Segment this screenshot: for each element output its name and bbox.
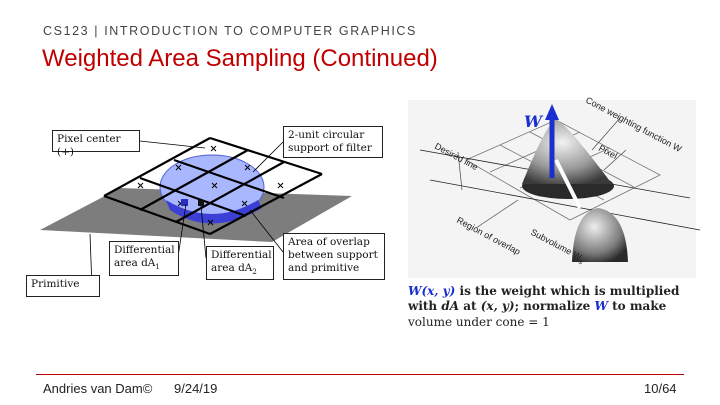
pixel-grid <box>103 136 323 236</box>
diff1-line-1: Differential <box>114 244 175 256</box>
footer-date: 9/24/19 <box>174 381 218 396</box>
differential-area-2-label: Differential area dA2 <box>206 246 274 280</box>
overlap-label: Area of overlap between support and prim… <box>283 233 385 280</box>
differential-area-1-label: Differential area dA1 <box>109 241 179 276</box>
overlap-line-1: Area of overlap <box>288 236 370 248</box>
support-label: 2-unit circular support of filter <box>283 126 383 158</box>
course-header: CS123 | INTRODUCTION TO COMPUTER GRAPHIC… <box>43 24 417 38</box>
diff2-line-2: area dA <box>211 262 253 275</box>
subvolume-shape <box>572 208 628 262</box>
caption-w-xy: W(x, y) <box>408 284 456 298</box>
caption-normalize: ; normalize <box>514 299 595 314</box>
support-line-2: support of filter <box>288 142 372 155</box>
pixel-center-label: Pixel center (+) <box>52 130 140 158</box>
primitive-text: Primitive <box>31 278 80 290</box>
cone-weighting-function <box>522 120 612 184</box>
white-arrow <box>554 159 582 209</box>
overlap-region <box>166 200 262 224</box>
w-symbol: W <box>524 112 544 131</box>
weight-caption: W(x, y) is the weight which is multiplie… <box>408 284 708 330</box>
w-arrow-head <box>545 104 559 120</box>
support-line-1: 2-unit circular <box>288 129 365 141</box>
caption-at: at <box>459 299 481 314</box>
differential-area-1-mark <box>181 199 188 206</box>
slide-title: Weighted Area Sampling (Continued) <box>42 45 438 72</box>
diff2-subscript: 2 <box>252 268 257 277</box>
footer-divider <box>36 374 684 375</box>
diff1-line-2: area dA <box>114 257 156 270</box>
diff1-subscript: 1 <box>155 263 160 272</box>
caption-with: with <box>408 299 442 314</box>
differential-area-2-mark <box>198 200 204 206</box>
overlap-line-3: and primitive <box>288 262 360 275</box>
caption-dA: dA <box>441 299 460 314</box>
footer-author: Andries van Dam© <box>43 381 153 396</box>
caption-to-make: to make <box>607 299 667 314</box>
page-number: 10/64 <box>644 381 677 396</box>
caption-line-3: volume under cone = 1 <box>408 314 550 329</box>
subvolume-subscript: s <box>577 259 584 267</box>
caption-xy: (x, y) <box>480 299 515 314</box>
overlap-line-2: between support <box>288 249 378 262</box>
caption-line-1: is the weight which is multiplied <box>455 284 680 298</box>
pixel-center-text: Pixel center (+) <box>57 133 121 159</box>
caption-w: W <box>594 299 608 314</box>
primitive-label: Primitive <box>26 275 100 297</box>
diff2-line-1: Differential <box>211 249 272 261</box>
pixel-centers <box>137 145 284 226</box>
